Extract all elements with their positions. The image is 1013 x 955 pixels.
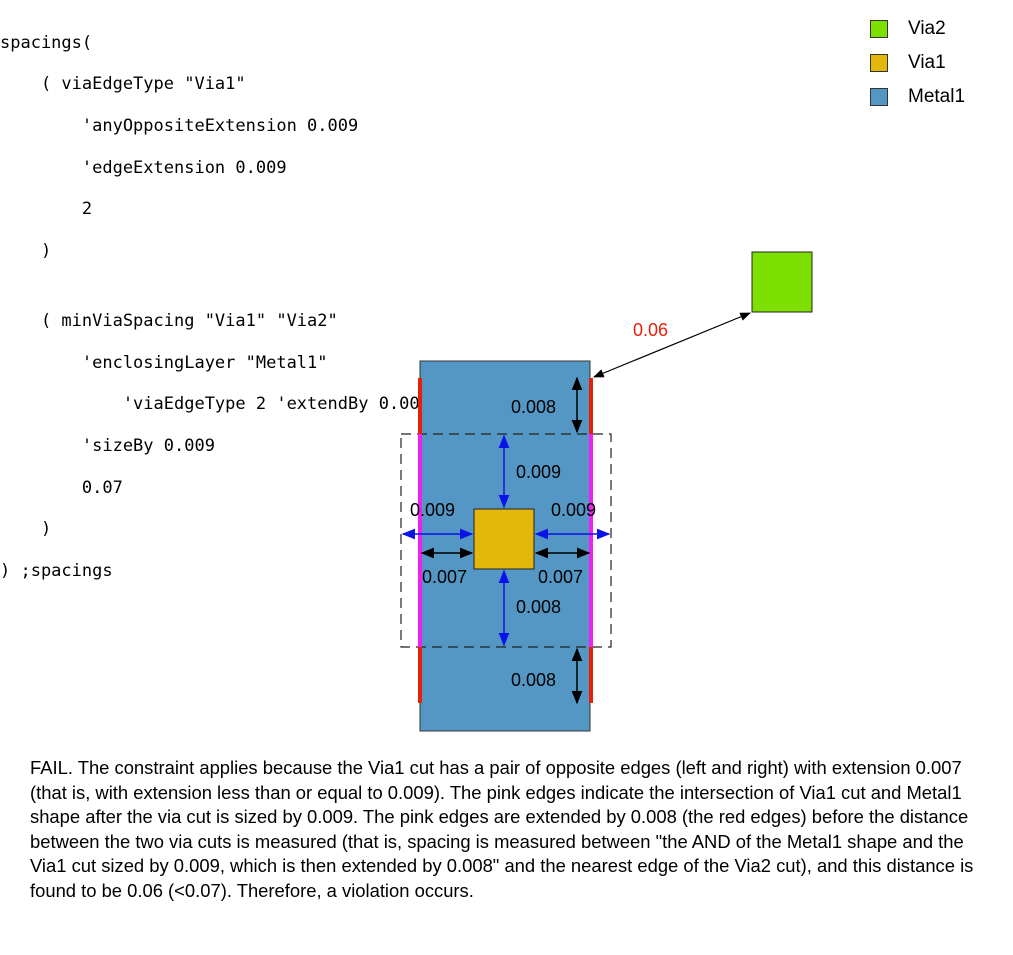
legend-item-metal1: Metal1	[870, 80, 965, 114]
legend-item-via2: Via2	[870, 12, 965, 46]
right-size-label: 0.009	[551, 500, 596, 520]
spacing-arrow	[593, 312, 751, 378]
right-extension-label: 0.007	[538, 567, 583, 587]
code-line: 'sizeBy 0.009	[0, 435, 215, 456]
legend-swatch-metal1	[870, 88, 888, 106]
bottom-extend-label: 0.008	[511, 670, 556, 690]
code-line: 'anyOppositeExtension 0.009	[0, 115, 359, 136]
code-line: ( viaEdgeType "Via1"	[0, 74, 246, 95]
legend-label: Via2	[908, 18, 946, 39]
bottom-enclosure-label: 0.008	[516, 597, 561, 617]
left-size-label: 0.009	[410, 500, 455, 520]
code-line: 2	[0, 199, 93, 220]
via2-cut	[751, 251, 813, 313]
code-line: 'edgeExtension 0.009	[0, 157, 287, 178]
code-line: ) ;spacings	[0, 560, 113, 581]
code-line: ( minViaSpacing "Via1" "Via2"	[0, 311, 338, 332]
legend-item-via1: Via1	[870, 46, 965, 80]
spacing-label: 0.06	[633, 320, 668, 340]
left-extension-label: 0.007	[422, 567, 467, 587]
code-line: 'enclosingLayer "Metal1"	[0, 352, 328, 373]
code-line: )	[0, 240, 52, 261]
top-enclosure-label: 0.009	[516, 462, 561, 482]
explanation-caption: FAIL. The constraint applies because the…	[30, 757, 974, 901]
code-line: 'viaEdgeType 2 'extendBy 0.008	[0, 394, 430, 415]
legend: Via2 Via1 Metal1	[870, 12, 965, 114]
legend-swatch-via1	[870, 54, 888, 72]
legend-label: Via1	[908, 52, 946, 73]
code-line: )	[0, 519, 52, 540]
top-extend-label: 0.008	[511, 397, 556, 417]
constraint-code-block: spacings( ( viaEdgeType "Via1" 'anyOppos…	[0, 12, 430, 602]
code-line: 0.07	[0, 477, 123, 498]
legend-label: Metal1	[908, 86, 966, 107]
code-line: spacings(	[0, 32, 93, 53]
sized-via-outline	[400, 433, 612, 648]
legend-swatch-via2	[870, 20, 888, 38]
via1-cut	[473, 508, 535, 570]
